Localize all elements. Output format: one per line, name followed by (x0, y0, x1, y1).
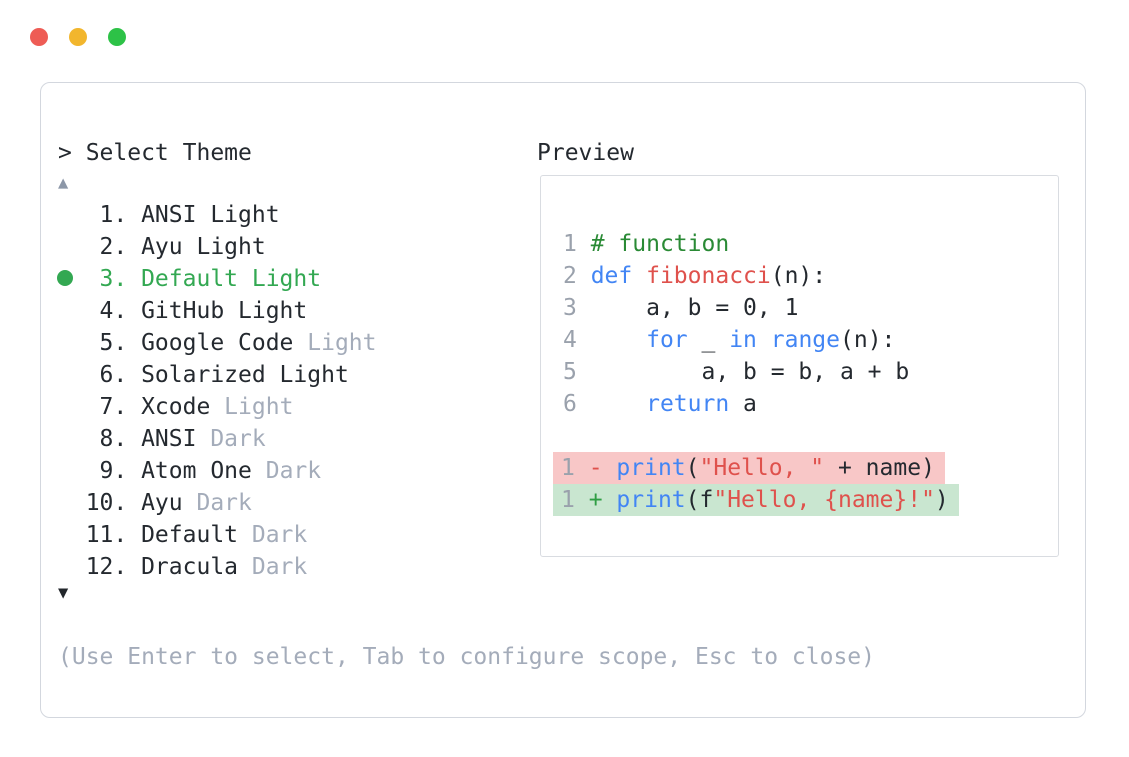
theme-option-4[interactable]: 4. GitHub Light (58, 295, 377, 327)
diff-highlight-removed: 1 - print("Hello, " + name) (553, 452, 945, 484)
code-token: (n): (840, 327, 896, 353)
traffic-light-close-button[interactable] (30, 28, 48, 46)
line-number: 5 (563, 359, 591, 385)
theme-option-2[interactable]: 2. Ayu Light (58, 231, 377, 263)
theme-option-label: 1. ANSI Light (58, 202, 280, 228)
theme-option-7[interactable]: 7. Xcode Light (58, 391, 377, 423)
code-token: ) (934, 487, 949, 513)
theme-option-label: 3. Default Light (58, 266, 322, 292)
code-token (591, 391, 646, 417)
code-token: range (770, 327, 840, 353)
line-number: 4 (563, 327, 591, 353)
code-token: # function (590, 231, 730, 257)
code-token (757, 327, 771, 353)
code-token: (n): (770, 263, 827, 289)
diff-line-added: 1 + print(f"Hello, {name}!") (553, 484, 959, 516)
preview-title: Preview (537, 140, 634, 166)
code-token: (f (685, 487, 714, 513)
diff-highlight-added: 1 + print(f"Hello, {name}!") (553, 484, 959, 516)
theme-option-label: 6. Solarized Light (58, 362, 349, 388)
theme-option-11[interactable]: 11. Default Dark (58, 519, 377, 551)
theme-option-9[interactable]: 9. Atom One Dark (58, 455, 377, 487)
code-line-4: 4 for _ in range(n): (563, 324, 959, 356)
code-token: a, b = 0, 1 (590, 295, 799, 321)
selected-theme-dot-icon (57, 270, 73, 286)
line-number: 3 (563, 295, 591, 321)
theme-option-5[interactable]: 5. Google Code Light (58, 327, 377, 359)
diff-line-removed: 1 - print("Hello, " + name) (553, 452, 959, 484)
code-token: a (729, 391, 757, 417)
code-token: def (590, 263, 633, 289)
code-token: fibonacci (646, 263, 771, 289)
line-number: 1 (561, 455, 589, 481)
keyboard-hint-text: (Use Enter to select, Tab to configure s… (58, 644, 875, 670)
code-token: a, b = b, a + b (590, 359, 910, 385)
theme-option-label: 4. GitHub Light (58, 298, 308, 324)
theme-option-8[interactable]: 8. ANSI Dark (58, 423, 377, 455)
theme-option-1[interactable]: 1. ANSI Light (58, 199, 377, 231)
theme-option-3[interactable]: 3. Default Light (57, 263, 377, 295)
theme-variant-label: Light (293, 330, 377, 356)
theme-option-label: 12. Dracula (58, 554, 239, 580)
code-token: for (646, 327, 688, 353)
code-token: _ (687, 327, 730, 353)
code-token (632, 263, 646, 289)
code-line-2: 2 def fibonacci(n): (563, 260, 959, 292)
theme-variant-label: Dark (182, 490, 252, 516)
theme-option-label: 11. Default (58, 522, 239, 548)
theme-variant-label: Dark (196, 426, 266, 452)
theme-picker-panel: > Select Theme ▲ 1. ANSI Light 2. Ayu Li… (40, 82, 1086, 718)
code-token: return (646, 391, 730, 417)
code-line-5: 5 a, b = b, a + b (563, 356, 959, 388)
code-token: print (616, 487, 686, 513)
code-line-3: 3 a, b = 0, 1 (563, 292, 959, 324)
code-line-1: 1 # function (563, 228, 959, 260)
line-number: 1 (563, 231, 591, 257)
theme-option-6[interactable]: 6. Solarized Light (58, 359, 377, 391)
code-token: "Hello, {name}!" (713, 487, 935, 513)
select-theme-prompt: > Select Theme (58, 140, 252, 166)
code-token: + name) (824, 455, 935, 481)
code-blank-line (563, 420, 959, 452)
code-line-6: 6 return a (563, 388, 959, 420)
theme-option-label: 10. Ayu (58, 490, 183, 516)
code-token: in (729, 327, 757, 353)
traffic-light-minimize-button[interactable] (69, 28, 87, 46)
theme-variant-label: Dark (251, 458, 322, 484)
scroll-down-icon[interactable]: ▼ (58, 583, 69, 603)
theme-variant-label: Dark (238, 522, 308, 548)
theme-option-label: 2. Ayu Light (58, 234, 266, 260)
theme-list: 1. ANSI Light 2. Ayu Light 3. Default Li… (57, 199, 377, 583)
line-number: 2 (563, 263, 591, 289)
theme-option-label: 5. Google Code (58, 330, 294, 356)
code-token: print (616, 455, 686, 481)
line-number: 6 (563, 391, 591, 417)
code-token: "Hello, " (699, 455, 825, 481)
line-number: 1 (561, 487, 589, 513)
code-token: + (588, 487, 617, 513)
theme-option-12[interactable]: 12. Dracula Dark (58, 551, 377, 583)
scroll-up-icon[interactable]: ▲ (58, 173, 69, 193)
code-token: - (588, 455, 617, 481)
theme-option-label: 9. Atom One (58, 458, 252, 484)
theme-option-label: 8. ANSI (58, 426, 197, 452)
code-token: ( (685, 455, 700, 481)
code-token (591, 327, 646, 353)
traffic-light-zoom-button[interactable] (108, 28, 126, 46)
theme-option-label: 7. Xcode (58, 394, 211, 420)
theme-variant-label: Dark (238, 554, 308, 580)
theme-option-10[interactable]: 10. Ayu Dark (58, 487, 377, 519)
theme-variant-label: Light (210, 394, 294, 420)
